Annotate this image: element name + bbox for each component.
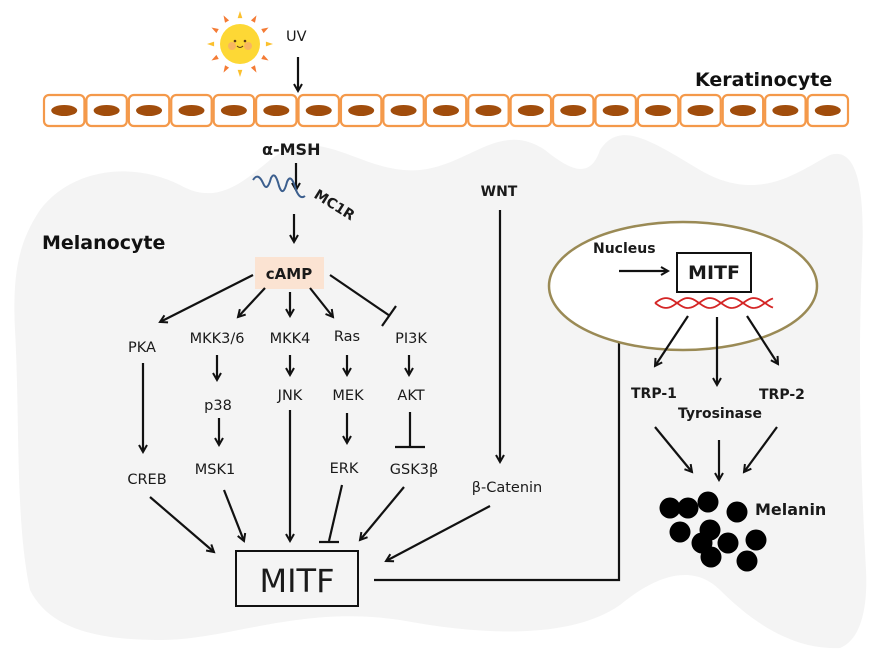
catenin-to-mitf-arrow <box>386 505 491 561</box>
melanin-granule <box>659 497 681 519</box>
dna-helix-icon <box>654 297 774 309</box>
pi3k-node: PI3K <box>395 331 427 347</box>
sun-ray <box>223 15 230 23</box>
melanin-granules <box>659 491 767 572</box>
camp-highlight <box>255 257 324 289</box>
mc1r-receptor-icon <box>252 174 306 199</box>
sun-icon <box>207 11 273 77</box>
camp-to-ras-arrow <box>309 287 333 317</box>
sun-ray <box>237 69 243 77</box>
nuclear-mitf-box <box>676 252 752 293</box>
keratinocyte-nucleus <box>348 105 375 116</box>
keratinocyte-nucleus <box>772 105 799 116</box>
keratinocyte-nucleus <box>602 105 629 116</box>
jnk-node: JNK <box>277 388 303 404</box>
dna-strand <box>654 297 774 309</box>
sun-ray <box>223 65 230 73</box>
sun-ray <box>261 54 269 61</box>
keratinocyte-nucleus <box>475 105 502 116</box>
keratinocyte-nucleus <box>517 105 544 116</box>
sun-face <box>220 24 260 64</box>
msk1-to-mitf-arrow <box>222 489 244 541</box>
melanin-granule <box>717 532 739 554</box>
keratinocyte-layer <box>42 93 850 128</box>
mek-node: MEK <box>332 388 364 404</box>
creb-node: CREB <box>127 472 166 488</box>
keratinocyte-nucleus <box>729 105 756 116</box>
sun-ray <box>211 54 219 61</box>
creb-to-mitf-arrow <box>149 496 214 552</box>
keratinocyte-nucleus <box>645 105 672 116</box>
dna-to-trp2-arrow <box>746 315 778 364</box>
keratinocyte-nucleus <box>136 105 163 116</box>
keratinocyte-nucleus <box>263 105 290 116</box>
sun-ray <box>250 15 257 23</box>
keratinocyte-nucleus <box>220 105 247 116</box>
keratinocyte-nucleus <box>305 105 332 116</box>
sun-ray <box>211 27 219 34</box>
mitf-box <box>235 550 359 607</box>
trp1-to-melanin-arrow <box>654 426 692 472</box>
alpha-msh-label: α-MSH <box>262 140 320 159</box>
pka-node: PKA <box>128 340 156 356</box>
gsk3b-node: GSK3β <box>390 462 438 478</box>
erk-node: ERK <box>330 461 359 477</box>
melanin-granule <box>745 529 767 551</box>
camp-to-mkk36-arrow <box>238 287 266 317</box>
keratinocyte-nucleus <box>560 105 587 116</box>
mitf-node: MITF <box>260 562 335 600</box>
sun-ray <box>265 41 273 47</box>
melanin-label: Melanin <box>755 500 826 519</box>
akt-node: AKT <box>397 388 424 404</box>
camp-to-pka-arrow <box>160 274 254 322</box>
nuclear-mitf-node: MITF <box>688 262 740 284</box>
keratinocyte-nucleus <box>178 105 205 116</box>
sun-ray <box>207 41 215 47</box>
p38-node: p38 <box>204 398 232 414</box>
melanin-granule <box>691 532 713 554</box>
melanin-granule <box>677 497 699 519</box>
keratinocyte-label: Keratinocyte <box>695 69 832 91</box>
camp-inhibits-pi3k <box>329 274 391 317</box>
mkk36-node: MKK3/6 <box>190 331 245 347</box>
dna-to-trp1-arrow <box>655 315 689 366</box>
tyrosinase-node: Tyrosinase <box>678 406 762 422</box>
ras-node: Ras <box>334 329 360 345</box>
uv-label: UV <box>286 29 307 45</box>
keratinocyte-nucleus <box>390 105 417 116</box>
msk1-node: MSK1 <box>195 462 235 478</box>
camp-node: cAMP <box>266 265 312 283</box>
keratinocyte-nucleus <box>51 105 78 116</box>
melanin-granule <box>736 550 758 572</box>
keratinocyte-nucleus <box>93 105 120 116</box>
dna-strand <box>654 297 774 309</box>
melanin-granule <box>726 501 748 523</box>
nucleus-label: Nucleus <box>593 241 656 257</box>
keratinocyte-nucleus <box>433 105 459 116</box>
trp1-node: TRP-1 <box>631 386 677 402</box>
melanin-granule <box>697 491 719 513</box>
sun-ray <box>261 27 269 34</box>
gsk3b-to-mitf-arrow <box>360 486 405 540</box>
melanocyte-label: Melanocyte <box>42 232 165 254</box>
beta-catenin-node: β-Catenin <box>472 480 543 496</box>
trp2-node: TRP-2 <box>759 387 805 403</box>
sun-ray <box>250 65 257 73</box>
melanin-granule <box>669 521 691 543</box>
trp2-to-melanin-arrow <box>744 426 778 472</box>
erk-inhibits-mitf <box>327 484 344 542</box>
sun-ray <box>237 11 243 19</box>
pi3k-inhibition-bar <box>381 305 397 327</box>
mkk4-node: MKK4 <box>270 331 311 347</box>
keratinocyte-nucleus <box>814 105 841 116</box>
wnt-node: WNT <box>481 184 518 200</box>
keratinocyte-nucleus <box>687 105 714 116</box>
